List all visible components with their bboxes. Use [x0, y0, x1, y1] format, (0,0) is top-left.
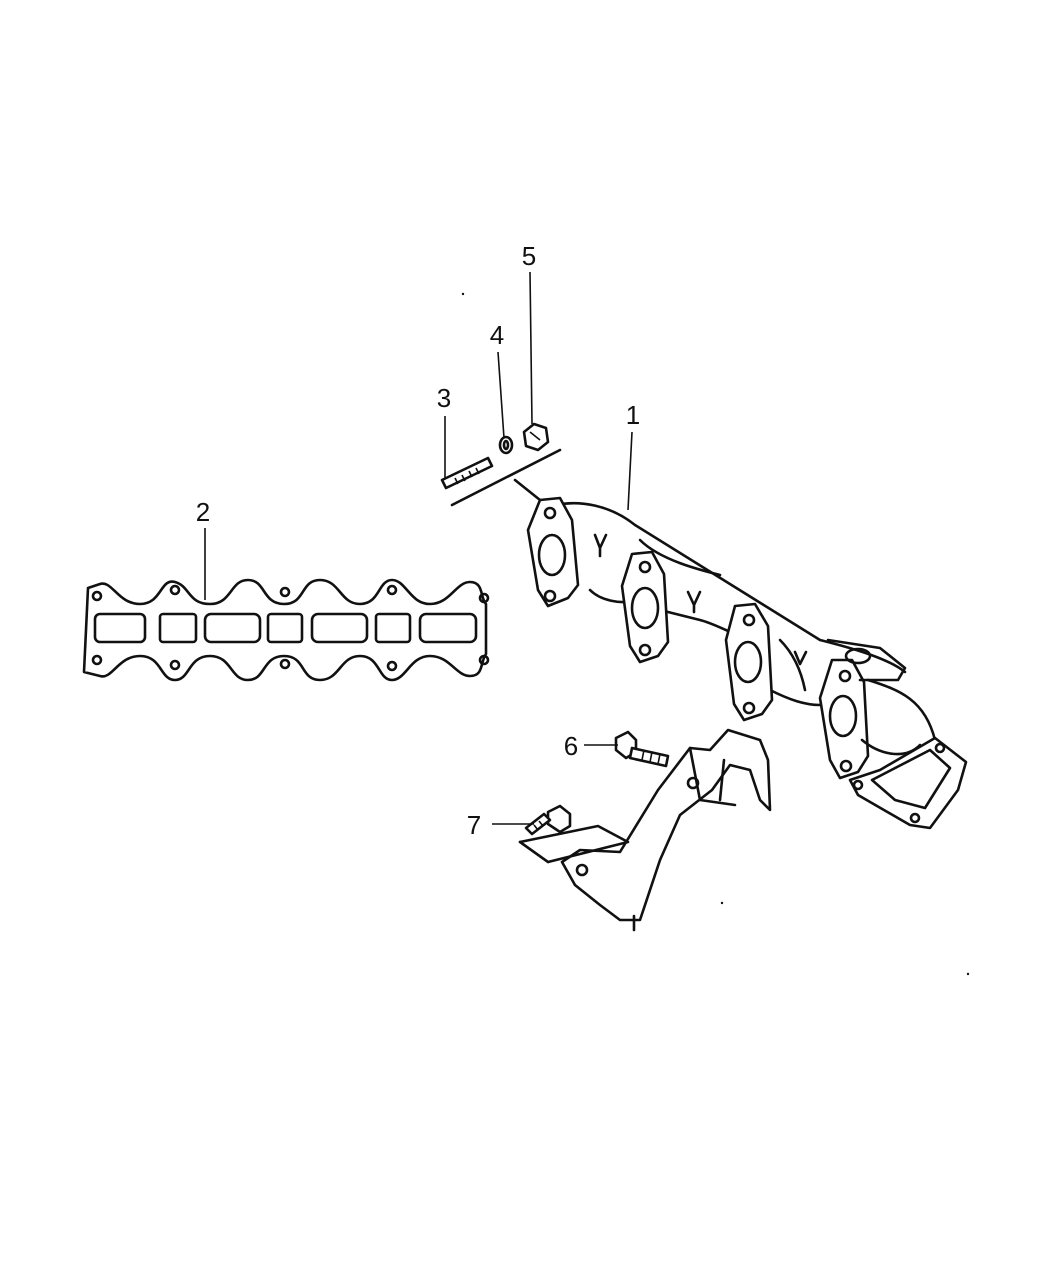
- leader-lines: [204, 271, 633, 825]
- callout-5: 5: [522, 241, 536, 271]
- leader-1: [627, 431, 633, 511]
- bolt-7: [518, 804, 630, 864]
- callout-6: 6: [564, 731, 578, 761]
- callout-7: 7: [467, 810, 481, 840]
- leader-5: [529, 271, 533, 425]
- manifold-bracket: [560, 728, 772, 932]
- speck: [461, 292, 465, 296]
- manifold-gasket: [82, 578, 490, 682]
- speck: [720, 901, 724, 905]
- callout-4: 4: [490, 320, 504, 350]
- exhaust-manifold: [526, 496, 968, 830]
- callout-3: 3: [437, 383, 451, 413]
- stud-assembly-group: [440, 422, 562, 507]
- callout-2: 2: [196, 497, 210, 527]
- callout-numbers: 1 2 3 4 5 6 7: [196, 241, 640, 840]
- washer: [498, 435, 514, 455]
- stud: [440, 456, 494, 490]
- leader-4: [497, 351, 505, 439]
- nut: [522, 422, 550, 452]
- speck: [966, 972, 970, 976]
- bolt-6: [614, 730, 670, 768]
- callout-1: 1: [626, 400, 640, 430]
